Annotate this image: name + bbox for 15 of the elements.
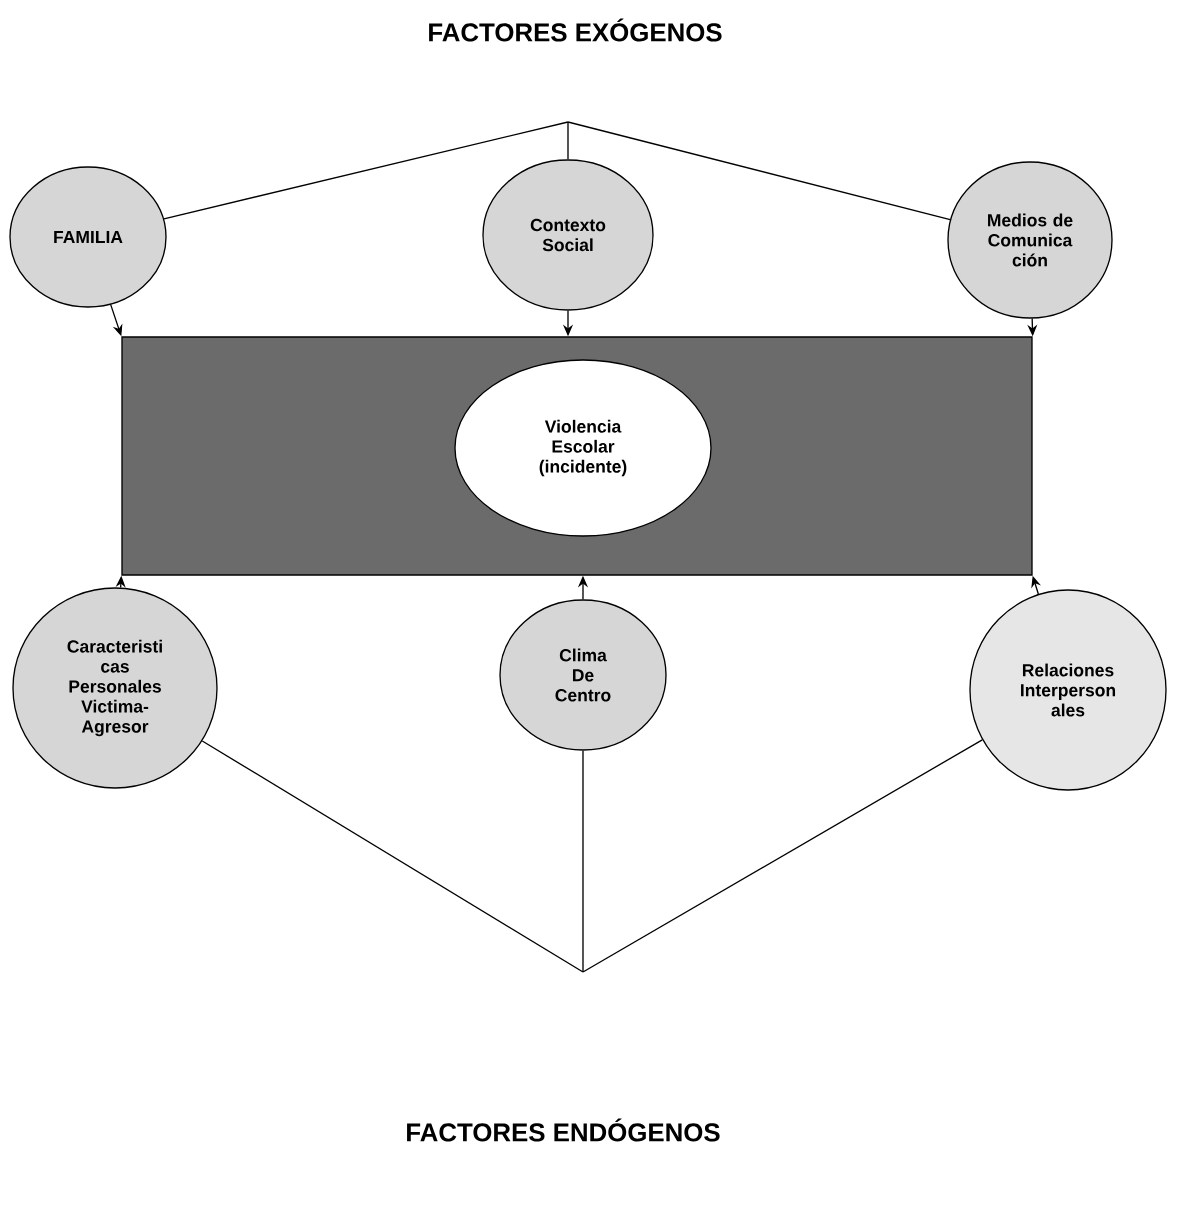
connector-line <box>582 750 584 973</box>
ellipse-node: Contexto Social <box>482 159 654 311</box>
connector-line <box>163 121 569 220</box>
ellipse-node: Caracteristi cas Personales Victima- Agresor <box>12 587 218 789</box>
heading: FACTORES EXÓGENOS <box>429 18 722 42</box>
connector-line <box>201 740 584 973</box>
connector-line <box>567 121 569 160</box>
connector-line <box>567 121 951 221</box>
ellipse-node: Relaciones Interperson ales <box>969 589 1167 791</box>
ellipse-node: Medios de Comunica ción <box>947 161 1113 319</box>
ellipse-node: Clima De Centro <box>499 599 667 751</box>
connector-line <box>582 739 983 973</box>
heading: FACTORES ENDÓGENOS <box>407 1118 720 1142</box>
ellipse-node: Violencia Escolar (incidente) <box>454 359 712 537</box>
ellipse-node: FAMILIA <box>9 166 167 308</box>
